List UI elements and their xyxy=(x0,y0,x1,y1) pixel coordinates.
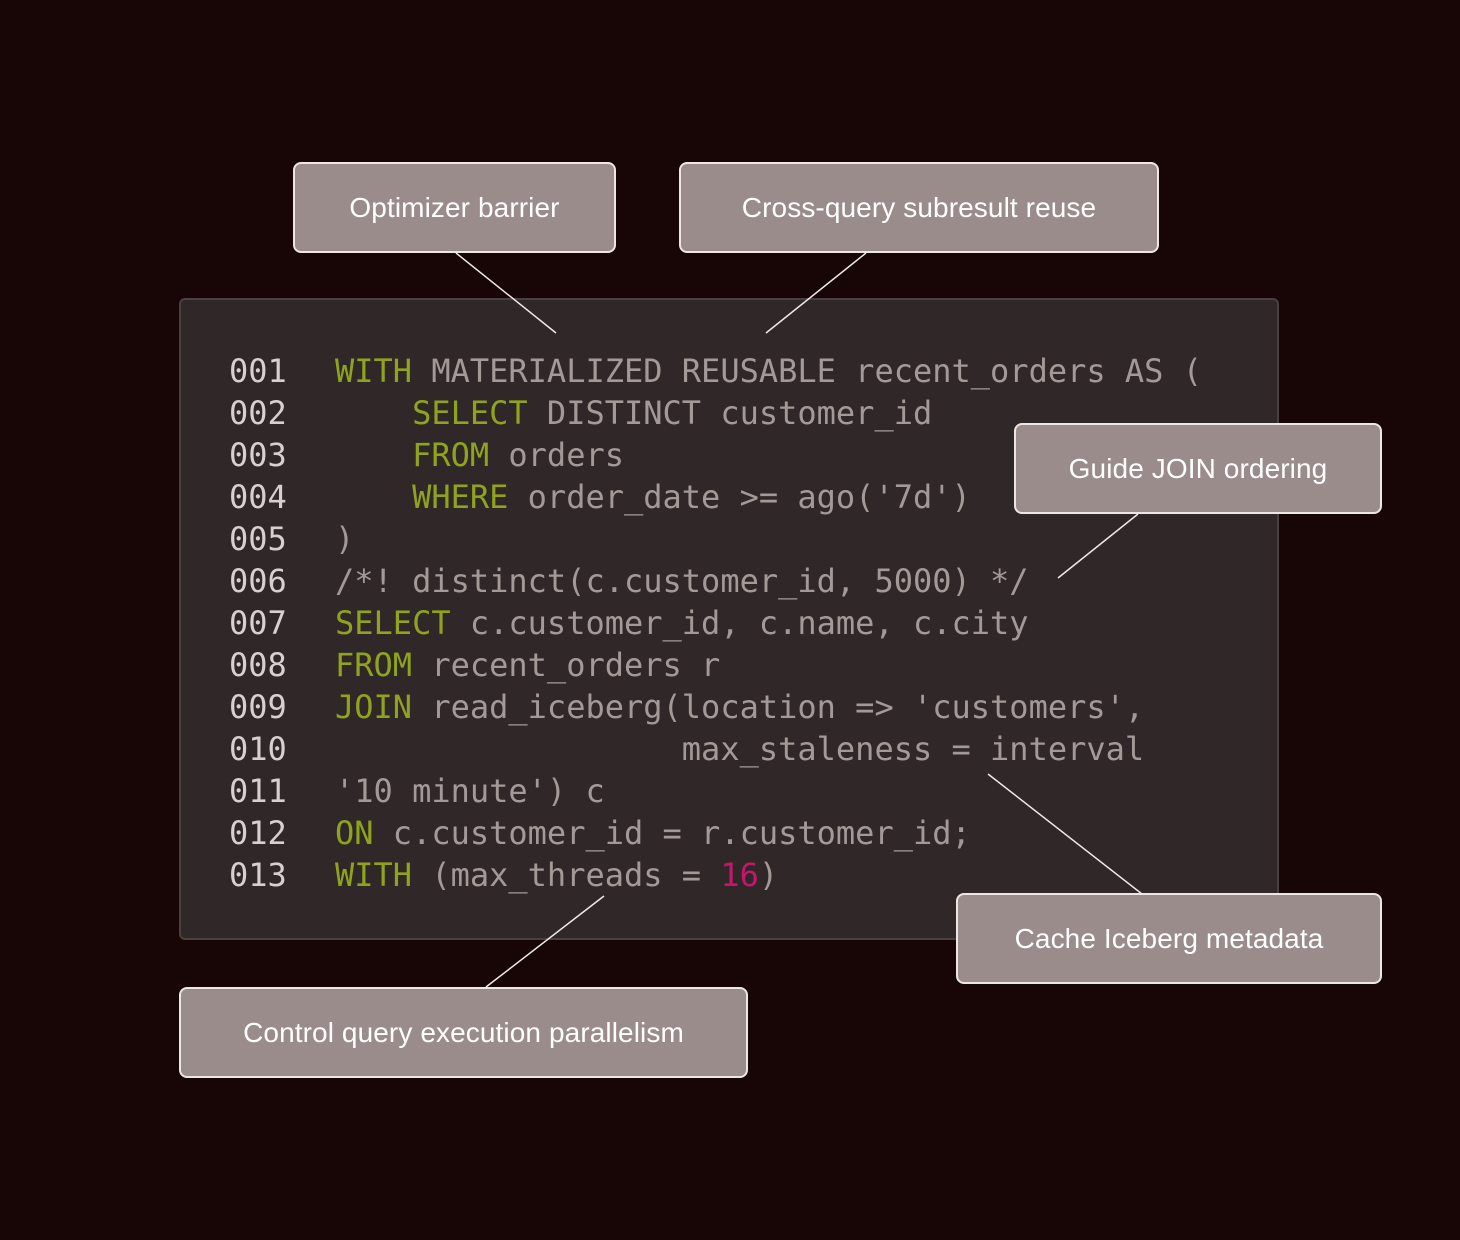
line-number: 002 xyxy=(229,394,287,432)
sql-text: order_date >= ago('7d') xyxy=(508,478,971,516)
callout-parallelism: Control query execution parallelism xyxy=(179,987,748,1078)
callout-join-ordering: Guide JOIN ordering xyxy=(1014,423,1382,514)
callout-iceberg-metadata-label: Cache Iceberg metadata xyxy=(1014,922,1324,954)
line-number: 003 xyxy=(229,436,287,474)
line-code: SELECT c.customer_id, c.name, c.city xyxy=(335,602,1029,644)
line-number: 009 xyxy=(229,688,287,726)
sql-keyword: FROM xyxy=(412,436,490,474)
line-code: JOIN read_iceberg(location => 'customers… xyxy=(335,686,1144,728)
line-number: 008 xyxy=(229,646,287,684)
line-code: FROM orders xyxy=(335,434,624,476)
sql-text: MATERIALIZED REUSABLE recent_orders AS ( xyxy=(412,352,1202,390)
line-number: 012 xyxy=(229,814,287,852)
line-code: WITH (max_threads = 16) xyxy=(335,854,778,896)
line-code: WHERE order_date >= ago('7d') xyxy=(335,476,971,518)
line-number: 007 xyxy=(229,604,287,642)
sql-keyword: WITH xyxy=(335,856,413,894)
line-number: 006 xyxy=(229,562,287,600)
sql-text: '10 minute') c xyxy=(335,772,605,810)
sql-keyword: SELECT xyxy=(412,394,528,432)
sql-text: max_staleness = interval xyxy=(335,730,1145,768)
sql-keyword: ON xyxy=(335,814,374,852)
sql-number: 16 xyxy=(720,856,759,894)
line-code: max_staleness = interval xyxy=(335,728,1144,770)
sql-text xyxy=(335,394,412,432)
line-number: 005 xyxy=(229,520,287,558)
callout-parallelism-label: Control query execution parallelism xyxy=(243,1016,684,1048)
line-code: SELECT DISTINCT customer_id xyxy=(335,392,932,434)
sql-keyword: JOIN xyxy=(335,688,413,726)
line-code: '10 minute') c xyxy=(335,770,605,812)
callout-iceberg-metadata: Cache Iceberg metadata xyxy=(956,893,1382,984)
sql-text xyxy=(335,478,412,516)
callout-subresult-reuse: Cross-query subresult reuse xyxy=(679,162,1159,253)
callout-optimizer-barrier: Optimizer barrier xyxy=(293,162,616,253)
line-number: 001 xyxy=(229,352,287,390)
line-code: FROM recent_orders r xyxy=(335,644,720,686)
callout-join-ordering-label: Guide JOIN ordering xyxy=(1068,452,1328,484)
sql-text: c.customer_id = r.customer_id; xyxy=(373,814,971,852)
sql-text: (max_threads = xyxy=(412,856,721,894)
sql-keyword: WITH xyxy=(335,352,413,390)
sql-text: read_iceberg(location => 'customers', xyxy=(412,688,1145,726)
sql-text: orders xyxy=(489,436,624,474)
sql-keyword: SELECT xyxy=(335,604,451,642)
sql-keyword: FROM xyxy=(335,646,413,684)
line-code: ON c.customer_id = r.customer_id; xyxy=(335,812,971,854)
line-number: 004 xyxy=(229,478,287,516)
sql-text: ) xyxy=(758,856,779,894)
sql-text: /*! distinct(c.customer_id, 5000) */ xyxy=(335,562,1029,600)
callout-subresult-reuse-label: Cross-query subresult reuse xyxy=(741,191,1097,223)
sql-text: DISTINCT customer_id xyxy=(527,394,933,432)
sql-text xyxy=(335,436,412,474)
callout-optimizer-barrier-label: Optimizer barrier xyxy=(349,191,560,223)
line-code: ) xyxy=(335,518,354,560)
sql-text: c.customer_id, c.name, c.city xyxy=(450,604,1029,642)
line-number: 013 xyxy=(229,856,287,894)
line-number: 010 xyxy=(229,730,287,768)
line-number: 011 xyxy=(229,772,287,810)
line-code: WITH MATERIALIZED REUSABLE recent_orders… xyxy=(335,350,1202,392)
sql-text: ) xyxy=(335,520,355,558)
sql-keyword: WHERE xyxy=(412,478,509,516)
line-code: /*! distinct(c.customer_id, 5000) */ xyxy=(335,560,1029,602)
sql-text: recent_orders r xyxy=(412,646,721,684)
